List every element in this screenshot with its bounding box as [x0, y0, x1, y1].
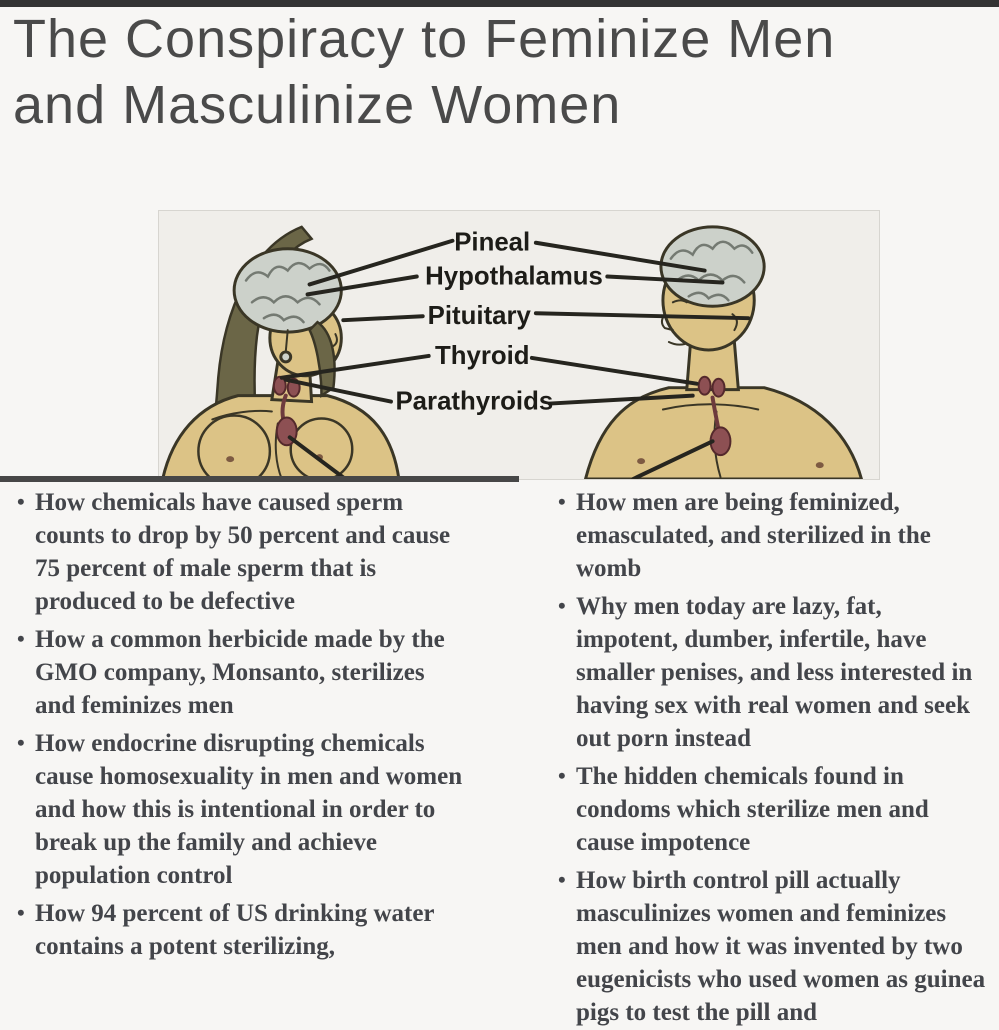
top-divider [0, 0, 999, 7]
bullet-list-left: How chemicals have caused sperm counts t… [17, 485, 467, 968]
gland-label-parathyroids: Parathyroids [395, 388, 553, 416]
bullet-item: The hidden chemicals found in condoms wh… [558, 759, 990, 859]
endocrine-diagram-panel: Pineal Hypothalamus Pituitary Thyroid Pa… [158, 210, 880, 480]
gland-label-thyroid: Thyroid [435, 342, 530, 370]
bullet-item: How a common herbicide made by the GMO c… [17, 622, 467, 722]
leader-lines [279, 238, 751, 479]
bullet-item: How chemicals have caused sperm counts t… [17, 485, 467, 618]
man-figure [583, 225, 863, 479]
page-title-line2: and Masculinize Women [13, 75, 622, 135]
bullet-item: How 94 percent of US drinking water cont… [17, 896, 467, 963]
bullet-list-right: How men are being feminized, emasculated… [558, 485, 990, 1030]
woman-figure [161, 225, 401, 479]
gland-label-pineal: Pineal [454, 229, 530, 257]
bullet-item: Why men today are lazy, fat, impotent, d… [558, 589, 990, 755]
gland-label-hypothalamus: Hypothalamus [425, 262, 603, 290]
endocrine-diagram: Pineal Hypothalamus Pituitary Thyroid Pa… [161, 225, 863, 479]
bullet-item: How endocrine disrupting chemicals cause… [17, 726, 467, 892]
bullet-item: How birth control pill actually masculin… [558, 863, 990, 1029]
gland-label-pituitary: Pituitary [428, 302, 532, 330]
gland-labels: Pineal Hypothalamus Pituitary Thyroid Pa… [395, 229, 602, 416]
section-divider [0, 476, 519, 482]
page-title-line1: The Conspiracy to Feminize Men [13, 9, 836, 69]
bullet-item: How men are being feminized, emasculated… [558, 485, 990, 585]
